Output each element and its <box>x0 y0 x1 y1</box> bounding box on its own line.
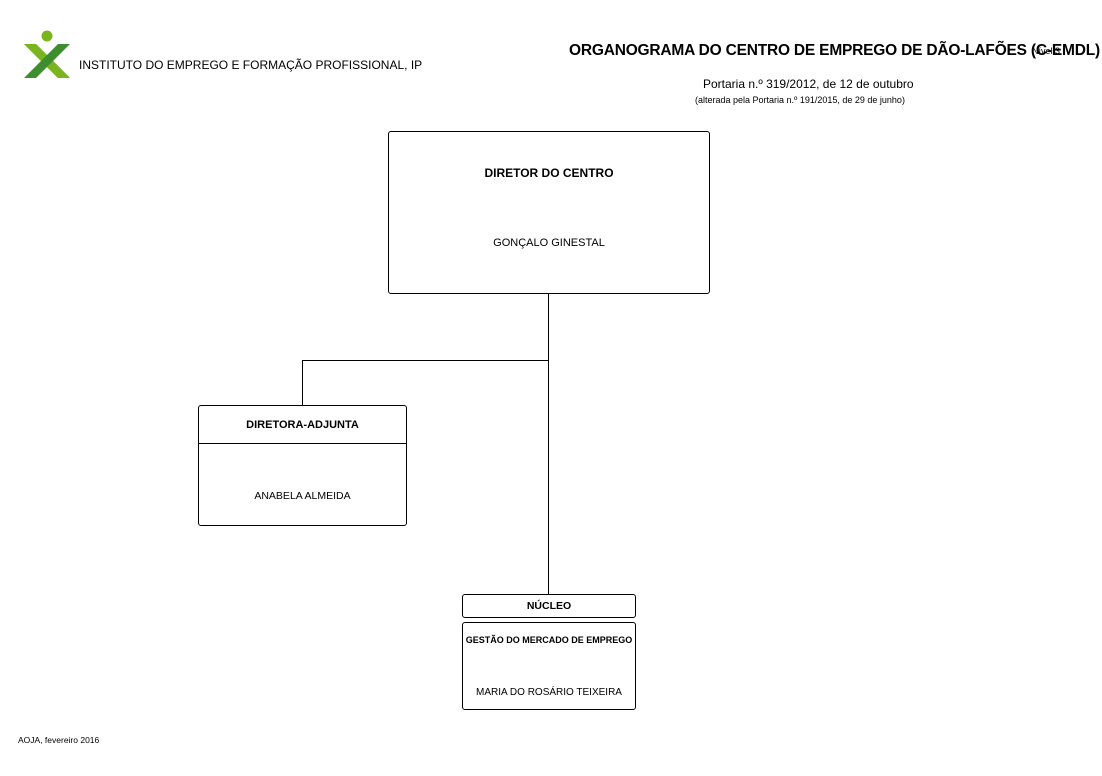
footer-note: AOJA, fevereiro 2016 <box>18 735 100 745</box>
nucleo-unit-box: GESTÃO DO MERCADO DE EMPREGO MARIA DO RO… <box>462 622 636 710</box>
nucleo-header-box: NÚCLEO <box>462 594 636 618</box>
deputy-name: ANABELA ALMEIDA <box>254 490 351 502</box>
connector-horizontal <box>302 360 549 361</box>
amendment-reference: (alterada pela Portaria n.º 191/2015, de… <box>695 95 905 105</box>
director-name: GONÇALO GINESTAL <box>493 237 605 249</box>
organization-name: INSTITUTO DO EMPREGO E FORMAÇÃO PROFISSI… <box>79 58 423 72</box>
portaria-reference: Portaria n.º 319/2012, de 12 de outubro <box>703 77 914 91</box>
connector-director-down <box>548 293 549 594</box>
nucleo-unit-name: GESTÃO DO MERCADO DE EMPREGO <box>465 635 633 645</box>
deputy-box: DIRETORA-ADJUNTA ANABELA ALMEIDA <box>198 405 407 526</box>
deputy-divider <box>199 443 406 444</box>
level-label: Nível 3 <box>1032 46 1061 56</box>
deputy-title: DIRETORA-ADJUNTA <box>246 419 359 431</box>
nucleo-head-name: MARIA DO ROSÁRIO TEIXEIRA <box>476 687 622 698</box>
director-title: DIRETOR DO CENTRO <box>484 166 614 180</box>
nucleo-title: NÚCLEO <box>526 600 572 612</box>
iefp-logo-icon <box>24 30 70 78</box>
connector-deputy-down <box>302 360 303 405</box>
page-title: ORGANOGRAMA DO CENTRO DE EMPREGO DE DÃO-… <box>569 42 1100 59</box>
director-box: DIRETOR DO CENTRO GONÇALO GINESTAL <box>388 131 710 294</box>
